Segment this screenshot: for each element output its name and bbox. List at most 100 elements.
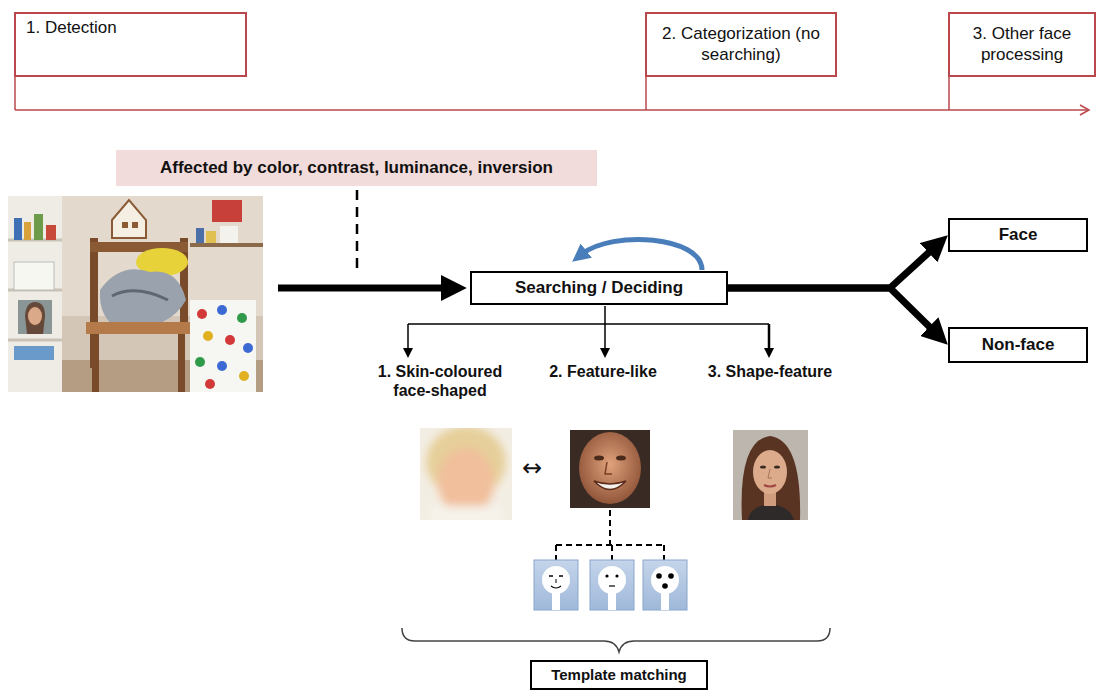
shape-face-image-part <box>733 430 808 520</box>
room-photo-part <box>205 379 215 389</box>
room-photo-part <box>220 226 238 243</box>
room-photo-part <box>203 331 213 341</box>
shape-face-image <box>733 430 808 520</box>
room-photo-part <box>8 339 62 342</box>
child-face-image-part <box>426 428 506 520</box>
outcome-box: Face <box>948 218 1088 252</box>
decision-arrow <box>728 249 932 288</box>
shape-face-image-part <box>742 436 801 520</box>
strategy-label: 1. Skin-coloured face-shaped <box>360 362 520 400</box>
stage-box: 1. Detection <box>14 12 247 77</box>
room-photo <box>8 196 263 392</box>
face-template-part <box>643 560 687 610</box>
room-photo-part <box>92 334 99 392</box>
grouping-brace <box>402 628 830 652</box>
face-template-part <box>552 590 560 610</box>
feature-face-image-part <box>570 430 650 508</box>
room-photo-part <box>217 305 227 315</box>
strategy-lines-part <box>604 306 606 324</box>
box-text: 2. Categorization (no searching) <box>655 24 827 65</box>
face-template-part <box>609 585 615 586</box>
room-photo-part <box>24 222 31 240</box>
face-template-part <box>656 573 662 579</box>
room-photo-part <box>25 302 45 334</box>
influence-box: Affected by color, contrast, luminance, … <box>116 150 597 186</box>
room-photo-part <box>243 343 253 353</box>
face-template-part <box>605 574 608 577</box>
feature-face-image-part <box>594 456 604 461</box>
face-template-part <box>559 575 563 577</box>
room-photo-part <box>100 269 186 330</box>
room-photo-part <box>190 300 256 392</box>
strategy-lines-part <box>604 324 606 350</box>
box-text: Non-face <box>982 335 1055 355</box>
face-template-part <box>542 566 570 594</box>
room-photo-part <box>14 218 22 240</box>
room-photo-part <box>46 225 56 240</box>
room-photo-part <box>28 307 42 325</box>
shape-face-image-part <box>760 465 766 468</box>
room-photo-part <box>112 291 168 300</box>
face-template <box>643 560 687 610</box>
face-template-part <box>608 590 616 610</box>
timeline-line-part <box>948 77 950 110</box>
decision-arrow <box>728 288 933 330</box>
face-template <box>534 560 578 610</box>
timeline-line-part <box>14 77 16 110</box>
box-text: 3. Other face processing <box>958 24 1086 65</box>
timeline-line-part <box>15 109 1089 111</box>
room-photo-part <box>132 222 138 228</box>
stage-box: 2. Categorization (no searching) <box>645 12 837 77</box>
equivalence-symbol: ↔ <box>514 454 550 483</box>
template-leaders-part <box>555 545 557 560</box>
room-photo-part <box>237 313 247 323</box>
face-template-part <box>534 560 578 610</box>
process-box: Searching / Deciding <box>470 271 728 305</box>
face-template-part <box>661 590 669 610</box>
room-photo-part <box>8 196 263 392</box>
box-text: 1. Detection <box>26 18 117 38</box>
face-template-part <box>590 560 634 610</box>
room-photo-part <box>190 243 263 247</box>
stage-box: 3. Other face processing <box>948 12 1096 77</box>
template-leaders-part <box>609 510 611 545</box>
shape-face-image-part <box>748 504 794 520</box>
room-photo-part <box>122 222 128 228</box>
room-photo-part <box>14 346 54 360</box>
feature-face-image <box>570 430 650 508</box>
room-photo-part <box>8 196 62 392</box>
room-photo-part <box>14 262 54 290</box>
face-template-part <box>598 566 626 594</box>
feature-face-image-part <box>616 456 626 461</box>
timeline-line-part <box>645 77 647 110</box>
room-photo-part <box>217 361 227 371</box>
timeline-line-part <box>1080 105 1089 115</box>
room-photo-part <box>225 335 235 345</box>
child-face-image-part-part <box>438 448 494 516</box>
shape-face-image-part <box>768 469 772 478</box>
child-face-image-part-part <box>430 506 502 520</box>
strategy-label: 3. Shape-feature <box>690 362 850 381</box>
feature-face-image-part <box>605 462 612 474</box>
face-template <box>590 560 634 610</box>
loop-arrow <box>582 239 702 270</box>
face-template-part <box>662 583 668 589</box>
child-face-image <box>420 428 512 520</box>
strategy-lines-part <box>768 324 771 350</box>
box-text: Affected by color, contrast, luminance, … <box>160 158 553 178</box>
shape-face-image-part <box>753 450 787 494</box>
face-template-part <box>556 579 557 583</box>
feature-face-image-part <box>579 432 641 504</box>
method-box: Template matching <box>530 660 708 690</box>
face-template-part <box>651 566 679 594</box>
room-photo-part <box>18 300 52 334</box>
influence-line <box>356 190 359 272</box>
feature-face-image-part <box>594 481 626 490</box>
room-photo-part <box>112 200 146 238</box>
template-leaders-part <box>663 545 665 560</box>
room-photo-part <box>206 231 216 243</box>
box-text: Face <box>999 225 1038 245</box>
room-photo-part <box>178 334 185 392</box>
